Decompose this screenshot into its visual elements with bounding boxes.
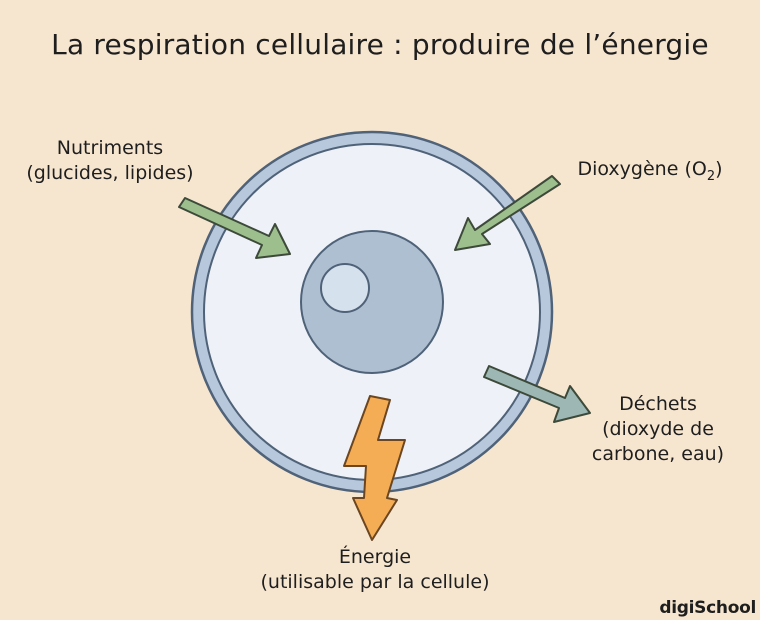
label-dechets-line3: carbone, eau) [591, 443, 725, 465]
label-dioxygene-text: Dioxygène (O [577, 158, 707, 180]
label-dechets: Déchets (dioxyde de carbone, eau) [568, 392, 748, 467]
nucleus [300, 230, 444, 374]
label-energie: Énergie (utilisable par la cellule) [240, 545, 510, 595]
label-nutriments-line2: (glucides, lipides) [26, 162, 194, 184]
brand-logo: digiSchool [659, 598, 756, 618]
energy-lightning-icon [343, 395, 406, 541]
label-energie-line2: (utilisable par la cellule) [260, 571, 490, 593]
nutriments-arrow-icon [178, 197, 291, 259]
label-dioxygene-sub: 2 [706, 168, 716, 184]
label-energie-line1: Énergie [338, 546, 412, 568]
label-nutriments-line1: Nutriments [56, 137, 164, 159]
label-dechets-line1: Déchets [619, 393, 697, 415]
label-dechets-line2: (dioxyde de [602, 418, 714, 440]
label-dioxygene: Dioxygène (O2) [560, 157, 740, 189]
nucleolus [320, 263, 370, 313]
label-dioxygene-close: ) [715, 158, 723, 180]
label-nutriments: Nutriments (glucides, lipides) [10, 136, 210, 186]
dechets-arrow-icon [483, 365, 591, 423]
page-title: La respiration cellulaire : produire de … [51, 28, 709, 61]
dioxygene-arrow-icon [454, 175, 561, 251]
